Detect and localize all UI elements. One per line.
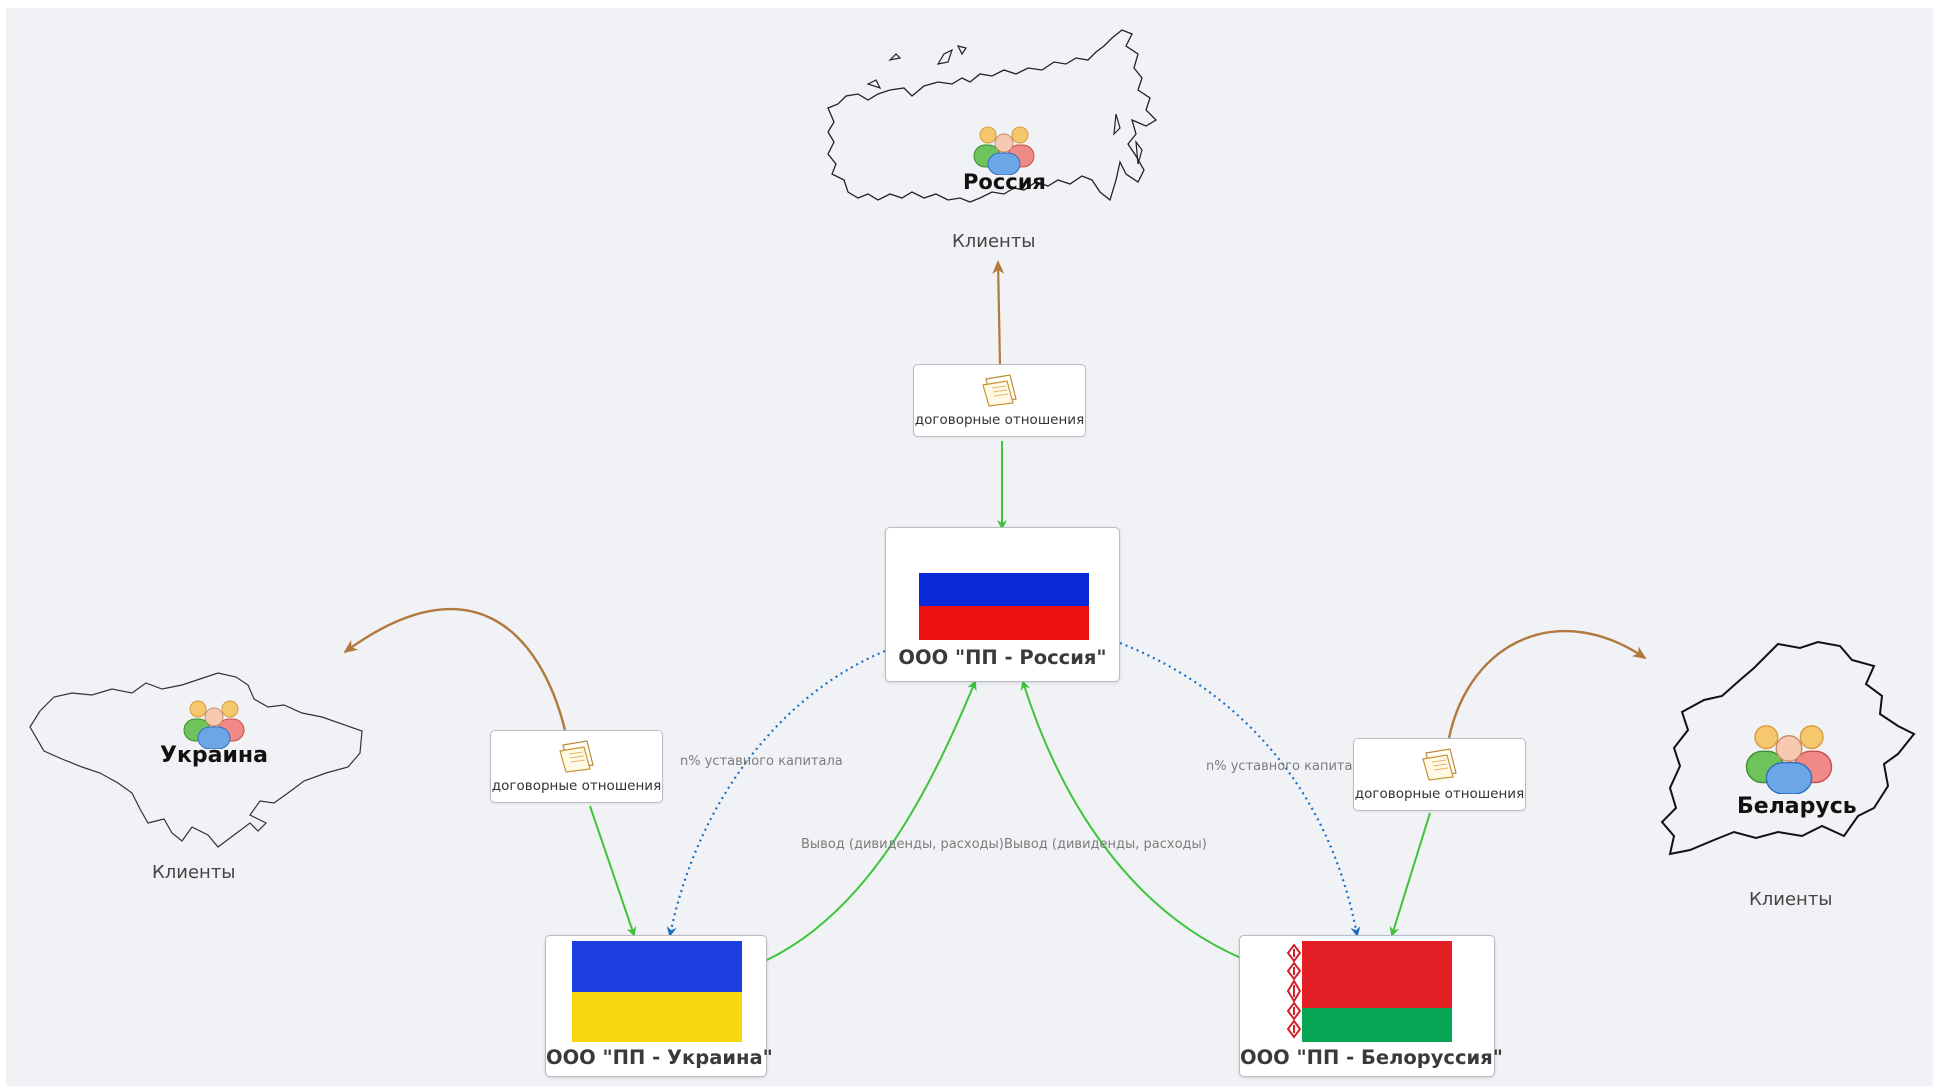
contract-node-russia[interactable]: договорные отношения [913, 364, 1086, 437]
edge-label-capital-right: n% уставного капитала [1206, 759, 1369, 774]
company-node-ukraine[interactable]: ООО "ПП - Украина" [545, 935, 773, 1077]
document-icon [1422, 748, 1457, 781]
clients-label-belarus[interactable]: Клиенты [1749, 889, 1833, 910]
country-ukraine[interactable]: Украина [22, 655, 367, 860]
company-name-ukraine: ООО "ПП - Украина" [546, 1046, 773, 1069]
edge-contract-to-company-belarus [1389, 812, 1431, 937]
country-name-ukraine: Украина [160, 743, 268, 768]
edge-capital-russia-to-ukraine [666, 649, 886, 937]
flag-russia [919, 539, 1089, 640]
edge-contract-to-clients-belarus [1447, 629, 1647, 739]
edge-contract-to-company-ukraine [589, 805, 637, 937]
country-name-russia: Россия [963, 170, 1046, 194]
contract-label-russia: договорные отношения [914, 412, 1085, 428]
clients-label-russia[interactable]: Клиенты [952, 231, 1036, 252]
company-name-russia: ООО "ПП - Россия" [898, 646, 1107, 669]
company-node-russia[interactable]: ООО "ПП - Россия" [885, 527, 1120, 682]
company-name-belarus: ООО "ПП - Белоруссия" [1240, 1046, 1503, 1069]
people-group-icon [1745, 725, 1833, 794]
people-group-icon [183, 700, 245, 749]
clients-label-ukraine[interactable]: Клиенты [152, 862, 236, 883]
edge-capital-russia-to-belarus [1119, 641, 1361, 937]
contract-label-ukraine: договорные отношения [491, 778, 662, 794]
flag-belarus [1286, 941, 1452, 1042]
document-icon [982, 374, 1017, 407]
edge-contract-to-clients-russia [992, 260, 1005, 365]
belarus-map-outline [1660, 640, 1916, 856]
ukraine-map-outline [29, 672, 363, 848]
russia-map-outline [827, 29, 1158, 203]
edge-contract-to-clients-ukraine [343, 607, 567, 731]
edge-dividends-ukraine-to-russia [766, 680, 977, 961]
edge-label-dividends-left: Вывод (дивиденды, расходы) [801, 837, 1004, 852]
contract-label-belarus: договорные отношения [1354, 786, 1525, 802]
edge-dividends-belarus-to-russia [1020, 680, 1242, 959]
people-group-icon [973, 126, 1035, 175]
document-icon [559, 740, 594, 773]
edge-label-dividends-right: Вывод (дивиденды, расходы) [1004, 837, 1207, 852]
company-node-belarus[interactable]: ООО "ПП - Белоруссия" [1239, 935, 1503, 1077]
country-belarus[interactable]: Беларусь [1660, 640, 1920, 875]
contract-node-ukraine[interactable]: договорные отношения [490, 730, 663, 803]
flag-ukraine [572, 941, 742, 1042]
country-name-belarus: Беларусь [1737, 794, 1857, 819]
country-russia[interactable]: Россия [820, 24, 1165, 229]
edge-label-capital-left: n% уставного капитала [680, 754, 843, 769]
contract-node-belarus[interactable]: договорные отношения [1353, 738, 1526, 811]
belarus-ornament [1286, 941, 1302, 1042]
